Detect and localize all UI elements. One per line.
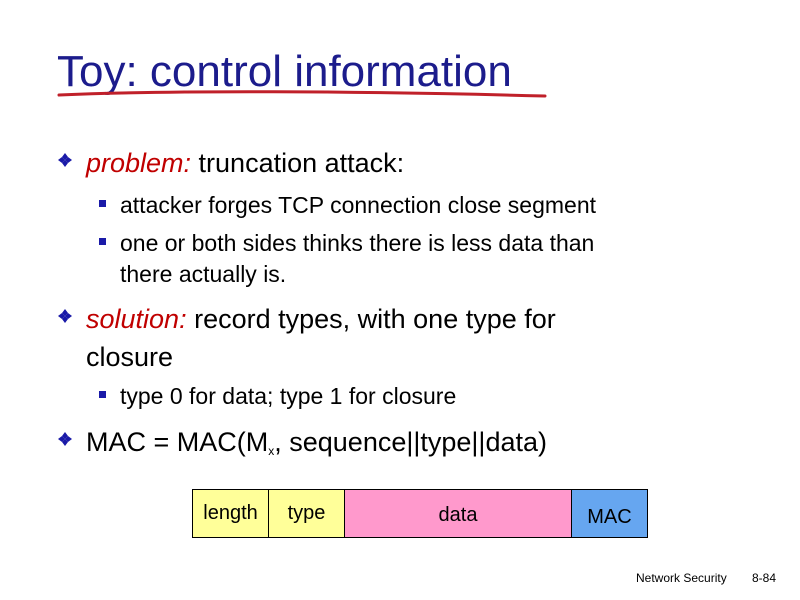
bullet-solution: solution: record types, with one type fo… xyxy=(86,301,556,337)
diamond-bullet-icon xyxy=(58,309,72,323)
diamond-bullet-icon xyxy=(58,153,72,167)
sub-bullet-sides-line-1: one or both sides thinks there is less d… xyxy=(120,230,595,256)
field-mac: MAC xyxy=(572,490,647,537)
field-data: data xyxy=(345,490,572,537)
footer-page-number: 8-84 xyxy=(752,571,777,585)
sub-bullet-sides-line-2: there actually is. xyxy=(120,261,287,287)
sub-bullet-types: type 0 for data; type 1 for closure xyxy=(120,383,457,409)
record-format-diagram: length type data MAC xyxy=(192,489,648,538)
field-type: type xyxy=(269,490,345,537)
slide-title: Toy: control information xyxy=(57,47,512,96)
bullet-solution-continuation: closure xyxy=(86,342,174,372)
bullet-text: record types, with one type for xyxy=(186,304,556,334)
field-length: length xyxy=(193,490,269,537)
bullet-mac-formula: MAC = MAC(Mx, sequence||type||data) xyxy=(86,424,547,469)
bullet-emphasis: solution: xyxy=(86,304,187,334)
bullet-emphasis: problem: xyxy=(86,148,192,178)
formula-prefix: MAC = MAC(M xyxy=(86,427,269,457)
formula-suffix: , sequence||type||data) xyxy=(274,427,547,457)
bullet-problem: problem: truncation attack: xyxy=(86,145,404,181)
square-bullet-icon xyxy=(99,238,106,245)
title-underline xyxy=(57,90,547,98)
footer-course: Network Security xyxy=(636,571,727,585)
sub-bullet-attacker: attacker forges TCP connection close seg… xyxy=(120,192,597,218)
formula-subscript: x xyxy=(268,444,275,458)
bullet-text: truncation attack: xyxy=(191,148,405,178)
diamond-bullet-icon xyxy=(58,432,72,446)
square-bullet-icon xyxy=(99,200,106,207)
square-bullet-icon xyxy=(99,391,106,398)
